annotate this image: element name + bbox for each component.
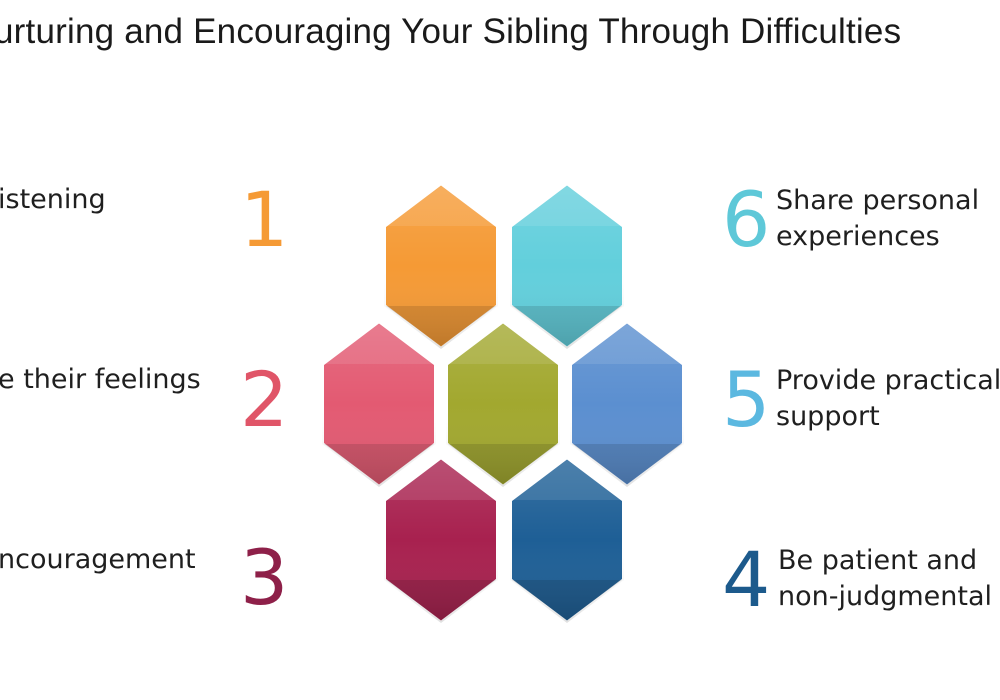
step-number-4: 4 [722, 535, 771, 624]
step-number-6: 6 [722, 175, 771, 264]
hexagon-olive-shading [446, 321, 560, 487]
hexagon-pink [320, 319, 438, 489]
hexagon-orange-shading [384, 183, 498, 349]
hexagon-olive [444, 319, 562, 489]
hexagon-navy [508, 455, 626, 625]
step-label-4-line-1: Be patient and [778, 545, 978, 576]
step-number-2: 2 [240, 355, 289, 444]
hexagon-navy-shading [510, 457, 624, 623]
hexagon-cyan [508, 181, 626, 351]
hexagon-orange [382, 181, 500, 351]
step-label-1: istening [0, 184, 106, 215]
page-title: urturing and Encouraging Your Sibling Th… [0, 12, 902, 51]
hexagon-maroon-shading [384, 457, 498, 623]
hexagon-cyan-shading [510, 183, 624, 349]
step-label-2: e their feelings [0, 364, 201, 395]
step-number-3: 3 [240, 533, 289, 622]
step-label-3: ncouragement [0, 544, 196, 575]
step-label-6-line-2: experiences [776, 221, 940, 252]
hexagon-blue [568, 319, 686, 489]
hexagon-maroon [382, 455, 500, 625]
step-number-1: 1 [240, 175, 289, 264]
step-label-4-line-2: non-judgmental [778, 581, 993, 612]
step-label-6-line-1: Share personal [776, 185, 980, 216]
step-number-5: 5 [722, 355, 771, 444]
hexagon-blue-shading [570, 321, 684, 487]
step-label-5-line-2: support [776, 401, 880, 432]
step-label-5-line-1: Provide practical [776, 365, 1000, 396]
hexagon-pink-shading [322, 321, 436, 487]
